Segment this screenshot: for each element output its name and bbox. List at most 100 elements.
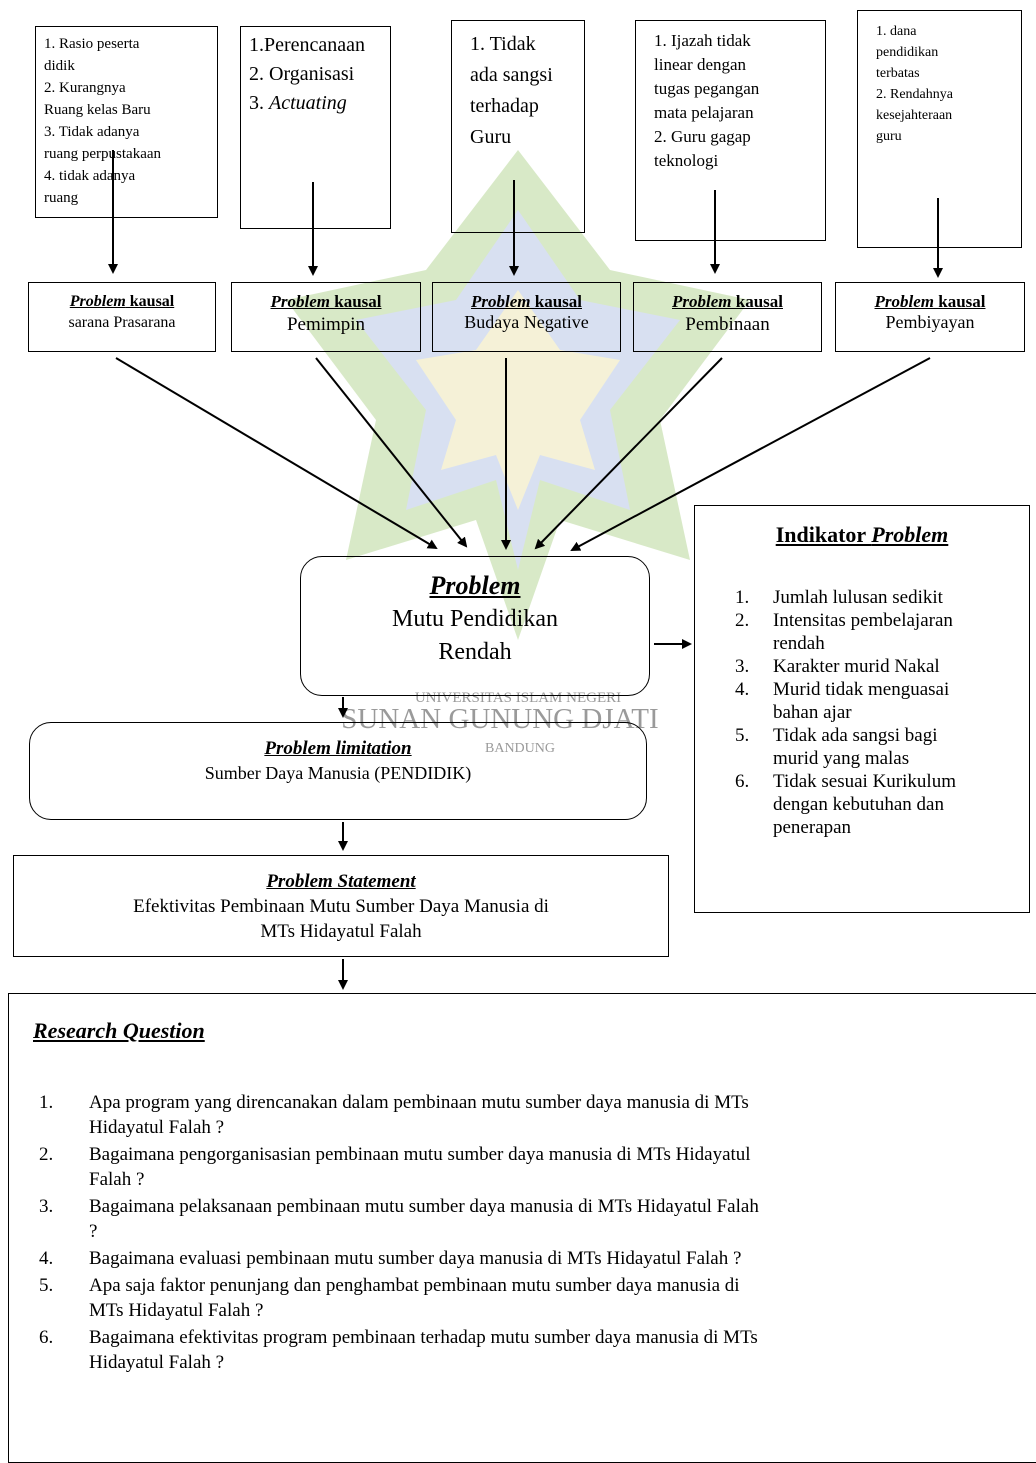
indicator-item-text: Jumlah lulusan sedikit [773,586,943,609]
causal-heading-prefix: Problem [69,293,126,310]
research-item-number: 1. [39,1092,54,1113]
causal-heading: Problem kausal [29,291,215,312]
indicator-item-line: dengan kebutuhan dan [773,794,944,815]
source-3-line: ada sangsi [470,64,553,86]
research-item-number: 5. [39,1275,54,1296]
arrow-causal-1 [115,357,438,550]
causal-heading-prefix: Problem [874,292,935,311]
causal-box-pemimpin: Problem kausal Pemimpin [231,282,421,352]
source-5-line: guru [876,129,902,144]
source-4-line: teknologi [654,151,719,170]
source-1-line: 1. Rasio peserta [44,36,140,52]
causal-subtitle: Pembiyayan [885,312,975,332]
causal-heading: Problem kausal [634,291,821,312]
research-item: 1. Apa program yang direncanakan dalam pe… [39,1090,1029,1140]
source-1-line: ruang perpustakaan [44,146,162,162]
indicator-item: 3. Karakter murid Nakal [735,655,1025,678]
research-item-text: Bagaimana evaluasi pembinaan mutu sumber… [89,1246,741,1271]
research-item: 2. Bagaimana pengorganisasian pembinaan m… [39,1142,1029,1192]
limitation-text: Sumber Daya Manusia (PENDIDIK) [204,763,472,783]
research-item: 4. Bagaimana evaluasi pembinaan mutu sumb… [39,1246,1029,1271]
research-item-text: Apa program yang direncanakan dalam pemb… [89,1090,749,1140]
source-5-line: 2. Rendahnya [876,87,953,102]
source-5-line: kesejahteraan [876,108,953,123]
research-title: Research Question [33,1018,205,1043]
causal-heading-suffix: kausal [934,292,986,311]
source-2-line-3: 3. Actuating [249,89,382,118]
indicator-item-line: murid yang malas [773,748,910,769]
indicator-item-number: 2. [735,610,750,631]
causal-box-budaya-negative: Problem kausal Budaya Negative [432,282,621,352]
research-item-number: 4. [39,1248,54,1269]
research-item-text: Bagaimana pengorganisasian pembinaan mut… [89,1142,751,1192]
research-question-box: Research Question 1. Apa program yang dir… [8,993,1036,1463]
indicator-list: 1.Jumlah lulusan sedikit 2.Intensitas pe… [735,586,1025,839]
problem-statement-box: Problem Statement Efektivitas Pembinaan … [13,855,669,957]
problem-line-2: Rendah [438,639,512,665]
problem-limitation-box: Problem limitation Sumber Daya Manusia (… [29,722,647,820]
research-item-line: Bagaimana pelaksanaan pembinaan mutu sum… [89,1196,759,1217]
source-4-line: linear dengan [654,55,747,74]
causal-heading-suffix: kausal [530,292,582,311]
causal-heading-prefix: Problem [270,292,331,311]
research-item-line: Apa saja faktor penunjang dan penghambat… [89,1275,740,1296]
source-1-line: Ruang kelas Baru [44,102,151,118]
source-5-line: terbatas [876,66,920,81]
source-3-line: Guru [470,126,512,148]
research-item-text: Bagaimana pelaksanaan pembinaan mutu sum… [89,1194,759,1244]
research-item-text: Bagaimana efektivitas program pembinaan … [89,1325,758,1375]
research-item-number: 3. [39,1196,54,1217]
causal-heading-suffix: kausal [330,292,382,311]
indicator-item-line: bahan ajar [773,702,852,723]
research-item-line: Hidayatul Falah ? [89,1117,225,1138]
arrow-causal-2 [315,357,468,548]
indicator-title-italic: Problem [871,522,949,547]
research-item-line: Falah ? [89,1169,145,1190]
research-item-line: Bagaimana pengorganisasian pembinaan mut… [89,1144,751,1165]
indicator-item-number: 5. [735,725,750,746]
indicator-item-line: Intensitas pembelajaran [773,610,953,631]
research-item-line: Apa program yang direncanakan dalam pemb… [89,1092,749,1113]
statement-title: Problem Statement [266,871,416,892]
statement-line-1: Efektivitas Pembinaan Mutu Sumber Daya M… [133,896,549,917]
causal-heading-prefix: Problem [672,292,732,311]
indicator-item-line: penerapan [773,817,852,838]
research-item-number: 2. [39,1144,54,1165]
source-box-3: 1. Tidak ada sangsi terhadap Guru [451,20,585,233]
research-item: 3. Bagaimana pelaksanaan pembinaan mutu s… [39,1194,1029,1244]
source-2-line: 1.Perencanaan [249,34,366,56]
limitation-title: Problem limitation [264,738,412,759]
source-box-2: 1.Perencanaan 2. Organisasi 3. Actuating [240,26,391,229]
indicator-title: Indikator Problem [695,522,1029,548]
source-4-line: 2. Guru gagap [654,127,751,146]
research-item-line: Bagaimana evaluasi pembinaan mutu sumber… [89,1248,742,1269]
indicator-item-line: Tidak sesuai Kurikulum [773,771,956,792]
indicator-item-text: Karakter murid Nakal [773,655,940,678]
source-3-line: 1. Tidak [470,33,536,55]
source-box-5: 1. dana pendidikan terbatas 2. Rendahnya… [857,10,1022,248]
indicator-item-number: 3. [735,656,750,677]
causal-box-pembiyayan: Problem kausal Pembiyayan [835,282,1025,352]
indicator-item-number: 6. [735,771,750,792]
source-5-line: pendidikan [876,45,939,60]
source-2-line-3-number: 3. [249,92,269,114]
problem-title: Problem [429,571,521,600]
causal-heading-suffix: kausal [125,293,175,310]
indicator-item-line: Karakter murid Nakal [773,656,940,677]
research-item: 5. Apa saja faktor penunjang dan penghamb… [39,1273,1029,1323]
research-item-line: Hidayatul Falah ? [89,1352,225,1373]
causal-subtitle: sarana Prasarana [68,314,176,331]
causal-box-pembinaan: Problem kausal Pembinaan [633,282,822,352]
source-3-line: terhadap [470,95,539,117]
indicator-item-line: Murid tidak menguasai [773,679,950,700]
research-item: 6.Bagaimana efektivitas program pembinaa… [39,1325,1029,1375]
source-1-line: ruang [44,190,79,206]
statement-line-2: MTs Hidayatul Falah [260,921,422,942]
research-item-text: Apa saja faktor penunjang dan penghambat… [89,1273,740,1323]
